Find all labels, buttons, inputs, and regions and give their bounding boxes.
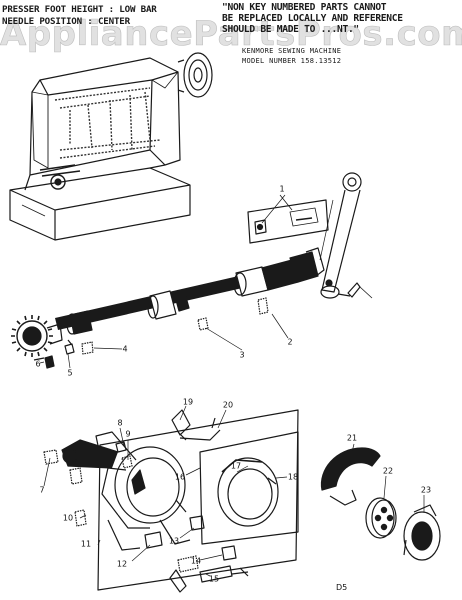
- callout-8: 8: [117, 418, 123, 428]
- callout-11: 11: [80, 539, 92, 549]
- callout-3: 3: [239, 350, 245, 360]
- hook-race-illustration: [217, 457, 279, 527]
- bobbin-case-cover: [320, 447, 381, 506]
- hook-inset-frame: [199, 431, 299, 545]
- note-line-2: BE REPLACED LOCALLY AND REFERENCE: [222, 13, 403, 24]
- note-line-3: SHOULD BE MADE TO ...NT.": [222, 24, 359, 35]
- callout-16: 16: [174, 472, 186, 482]
- callout-20: 20: [222, 400, 234, 410]
- callout-13: 13: [168, 536, 180, 546]
- sewing-machine-illustration: [9, 52, 213, 241]
- callout-19: 19: [182, 397, 194, 407]
- note-line-1: "NON KEY NUMBERED PARTS CANNOT: [222, 2, 387, 13]
- model-line-2: MODEL NUMBER 158.13512: [242, 57, 342, 65]
- callout-5: 5: [67, 368, 73, 378]
- callout-12: 12: [116, 559, 128, 569]
- note-line-1: PRESSER FOOT HEIGHT : LOW BAR: [2, 4, 157, 15]
- retainer-screws: [144, 515, 249, 593]
- callout-2: 2: [287, 337, 293, 347]
- shaft-small-parts: [33, 297, 269, 369]
- callout-23: 23: [420, 485, 432, 495]
- hook-assembly-frame: [97, 409, 299, 591]
- bobbin-case: [403, 504, 441, 561]
- callout-10: 10: [62, 513, 74, 523]
- gear-illustration: [11, 315, 63, 357]
- callout-18: 18: [287, 472, 299, 482]
- model-line-1: KENMORE SEWING MACHINE: [242, 47, 342, 55]
- rotating-hook-illustration: [61, 431, 191, 551]
- link-arm-illustration: [319, 172, 373, 299]
- cover-plate-illustration: [247, 194, 329, 244]
- bobbin: [365, 497, 397, 539]
- callout-1: 1: [279, 184, 285, 194]
- callout-4: 4: [122, 344, 128, 354]
- callout-14: 14: [190, 556, 202, 566]
- model-info: KENMORE SEWING MACHINE MODEL NUMBER 158.1…: [242, 46, 341, 66]
- callout-21: 21: [346, 433, 358, 443]
- main-shaft-illustration: [11, 247, 325, 357]
- hook-screws: [43, 441, 133, 527]
- callout-7: 7: [39, 485, 45, 495]
- callout-6: 6: [35, 359, 41, 369]
- callout-17: 17: [230, 461, 242, 471]
- callout-15: 15: [208, 574, 220, 584]
- thread-guide-parts: [171, 409, 221, 441]
- note-line-2: NEEDLE POSITION : CENTER: [2, 16, 130, 27]
- page-code: D5: [336, 583, 348, 592]
- callout-22: 22: [382, 466, 394, 476]
- callout-9: 9: [125, 429, 131, 439]
